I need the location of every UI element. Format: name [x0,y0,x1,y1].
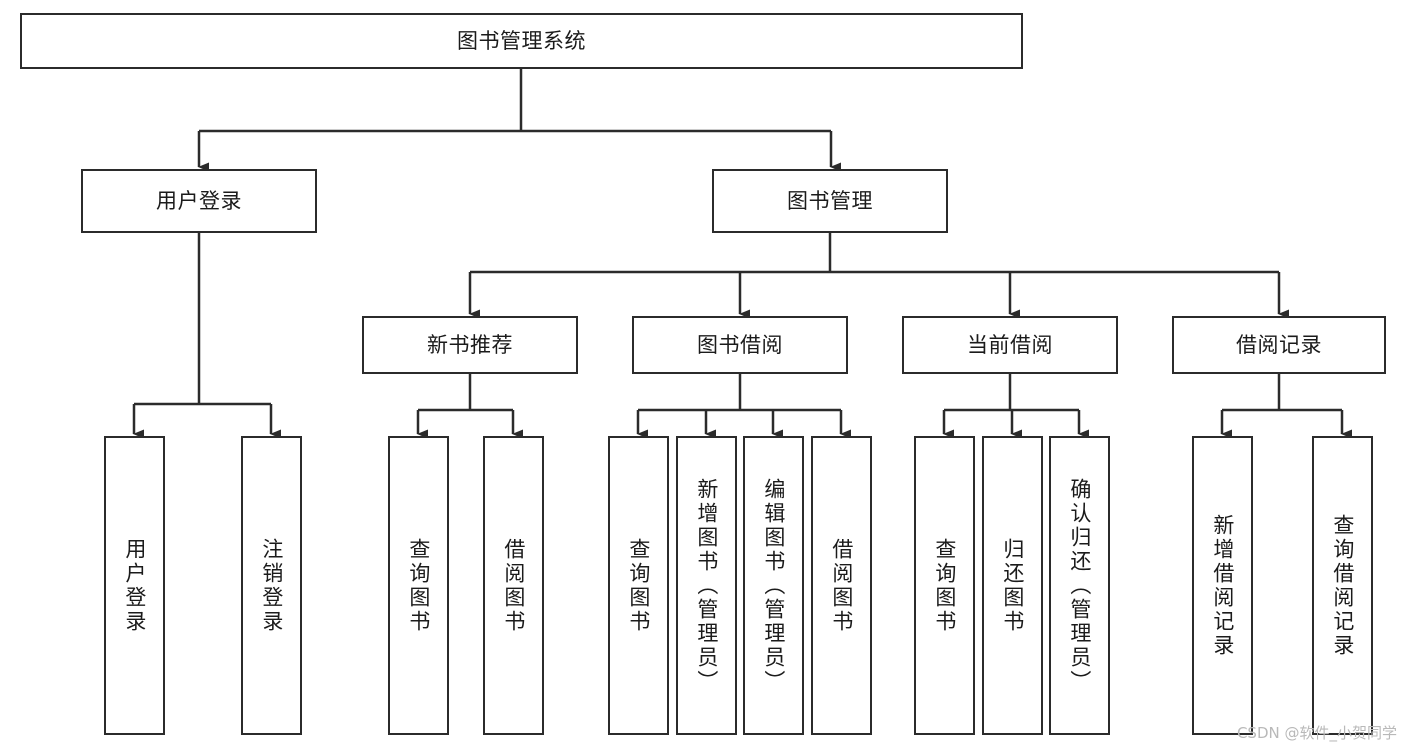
node-book-manage[interactable]: 图书管理 [712,169,948,233]
node-leaf-query-book-bor[interactable]: 查询图书 [608,436,669,735]
node-leaf-add-book[interactable]: 新增图书（管理员） [676,436,737,735]
node-leaf-user-login-label: 用户登录 [122,537,147,634]
node-current-borrow-label: 当前借阅 [967,332,1053,357]
node-user-login[interactable]: 用户登录 [81,169,317,233]
node-new-book-recommend[interactable]: 新书推荐 [362,316,578,374]
node-leaf-return-book[interactable]: 归还图书 [982,436,1043,735]
node-book-borrow[interactable]: 图书借阅 [632,316,848,374]
node-leaf-return-book-label: 归还图书 [1000,537,1025,634]
node-new-book-recommend-label: 新书推荐 [427,332,513,357]
node-book-manage-label: 图书管理 [787,188,873,213]
node-leaf-logout-label: 注销登录 [259,537,284,634]
node-leaf-logout[interactable]: 注销登录 [241,436,302,735]
node-leaf-borrow-book-rec[interactable]: 借阅图书 [483,436,544,735]
node-leaf-add-book-label: 新增图书（管理员） [694,477,719,694]
node-leaf-borrow-book-bor-label: 借阅图书 [829,537,854,634]
node-book-borrow-label: 图书借阅 [697,332,783,357]
node-leaf-add-record-label: 新增借阅记录 [1210,513,1235,658]
node-leaf-edit-book-label: 编辑图书（管理员） [761,477,786,694]
node-user-login-label: 用户登录 [156,188,242,213]
node-leaf-edit-book[interactable]: 编辑图书（管理员） [743,436,804,735]
node-leaf-query-book-rec[interactable]: 查询图书 [388,436,449,735]
node-leaf-query-book-cur[interactable]: 查询图书 [914,436,975,735]
node-root[interactable]: 图书管理系统 [20,13,1023,69]
node-leaf-add-record[interactable]: 新增借阅记录 [1192,436,1253,735]
csdn-watermark: CSDN @软件_小贺同学 [1236,724,1397,742]
node-borrow-record[interactable]: 借阅记录 [1172,316,1386,374]
node-current-borrow[interactable]: 当前借阅 [902,316,1118,374]
node-leaf-confirm-return-label: 确认归还（管理员） [1067,477,1092,694]
node-leaf-query-book-cur-label: 查询图书 [932,537,957,634]
node-leaf-query-record[interactable]: 查询借阅记录 [1312,436,1373,735]
node-leaf-borrow-book-bor[interactable]: 借阅图书 [811,436,872,735]
node-leaf-confirm-return[interactable]: 确认归还（管理员） [1049,436,1110,735]
node-leaf-borrow-book-rec-label: 借阅图书 [501,537,526,634]
node-leaf-query-record-label: 查询借阅记录 [1330,513,1355,658]
node-leaf-query-book-bor-label: 查询图书 [626,537,651,634]
node-leaf-user-login[interactable]: 用户登录 [104,436,165,735]
node-borrow-record-label: 借阅记录 [1236,332,1322,357]
node-root-label: 图书管理系统 [457,28,586,53]
node-leaf-query-book-rec-label: 查询图书 [406,537,431,634]
